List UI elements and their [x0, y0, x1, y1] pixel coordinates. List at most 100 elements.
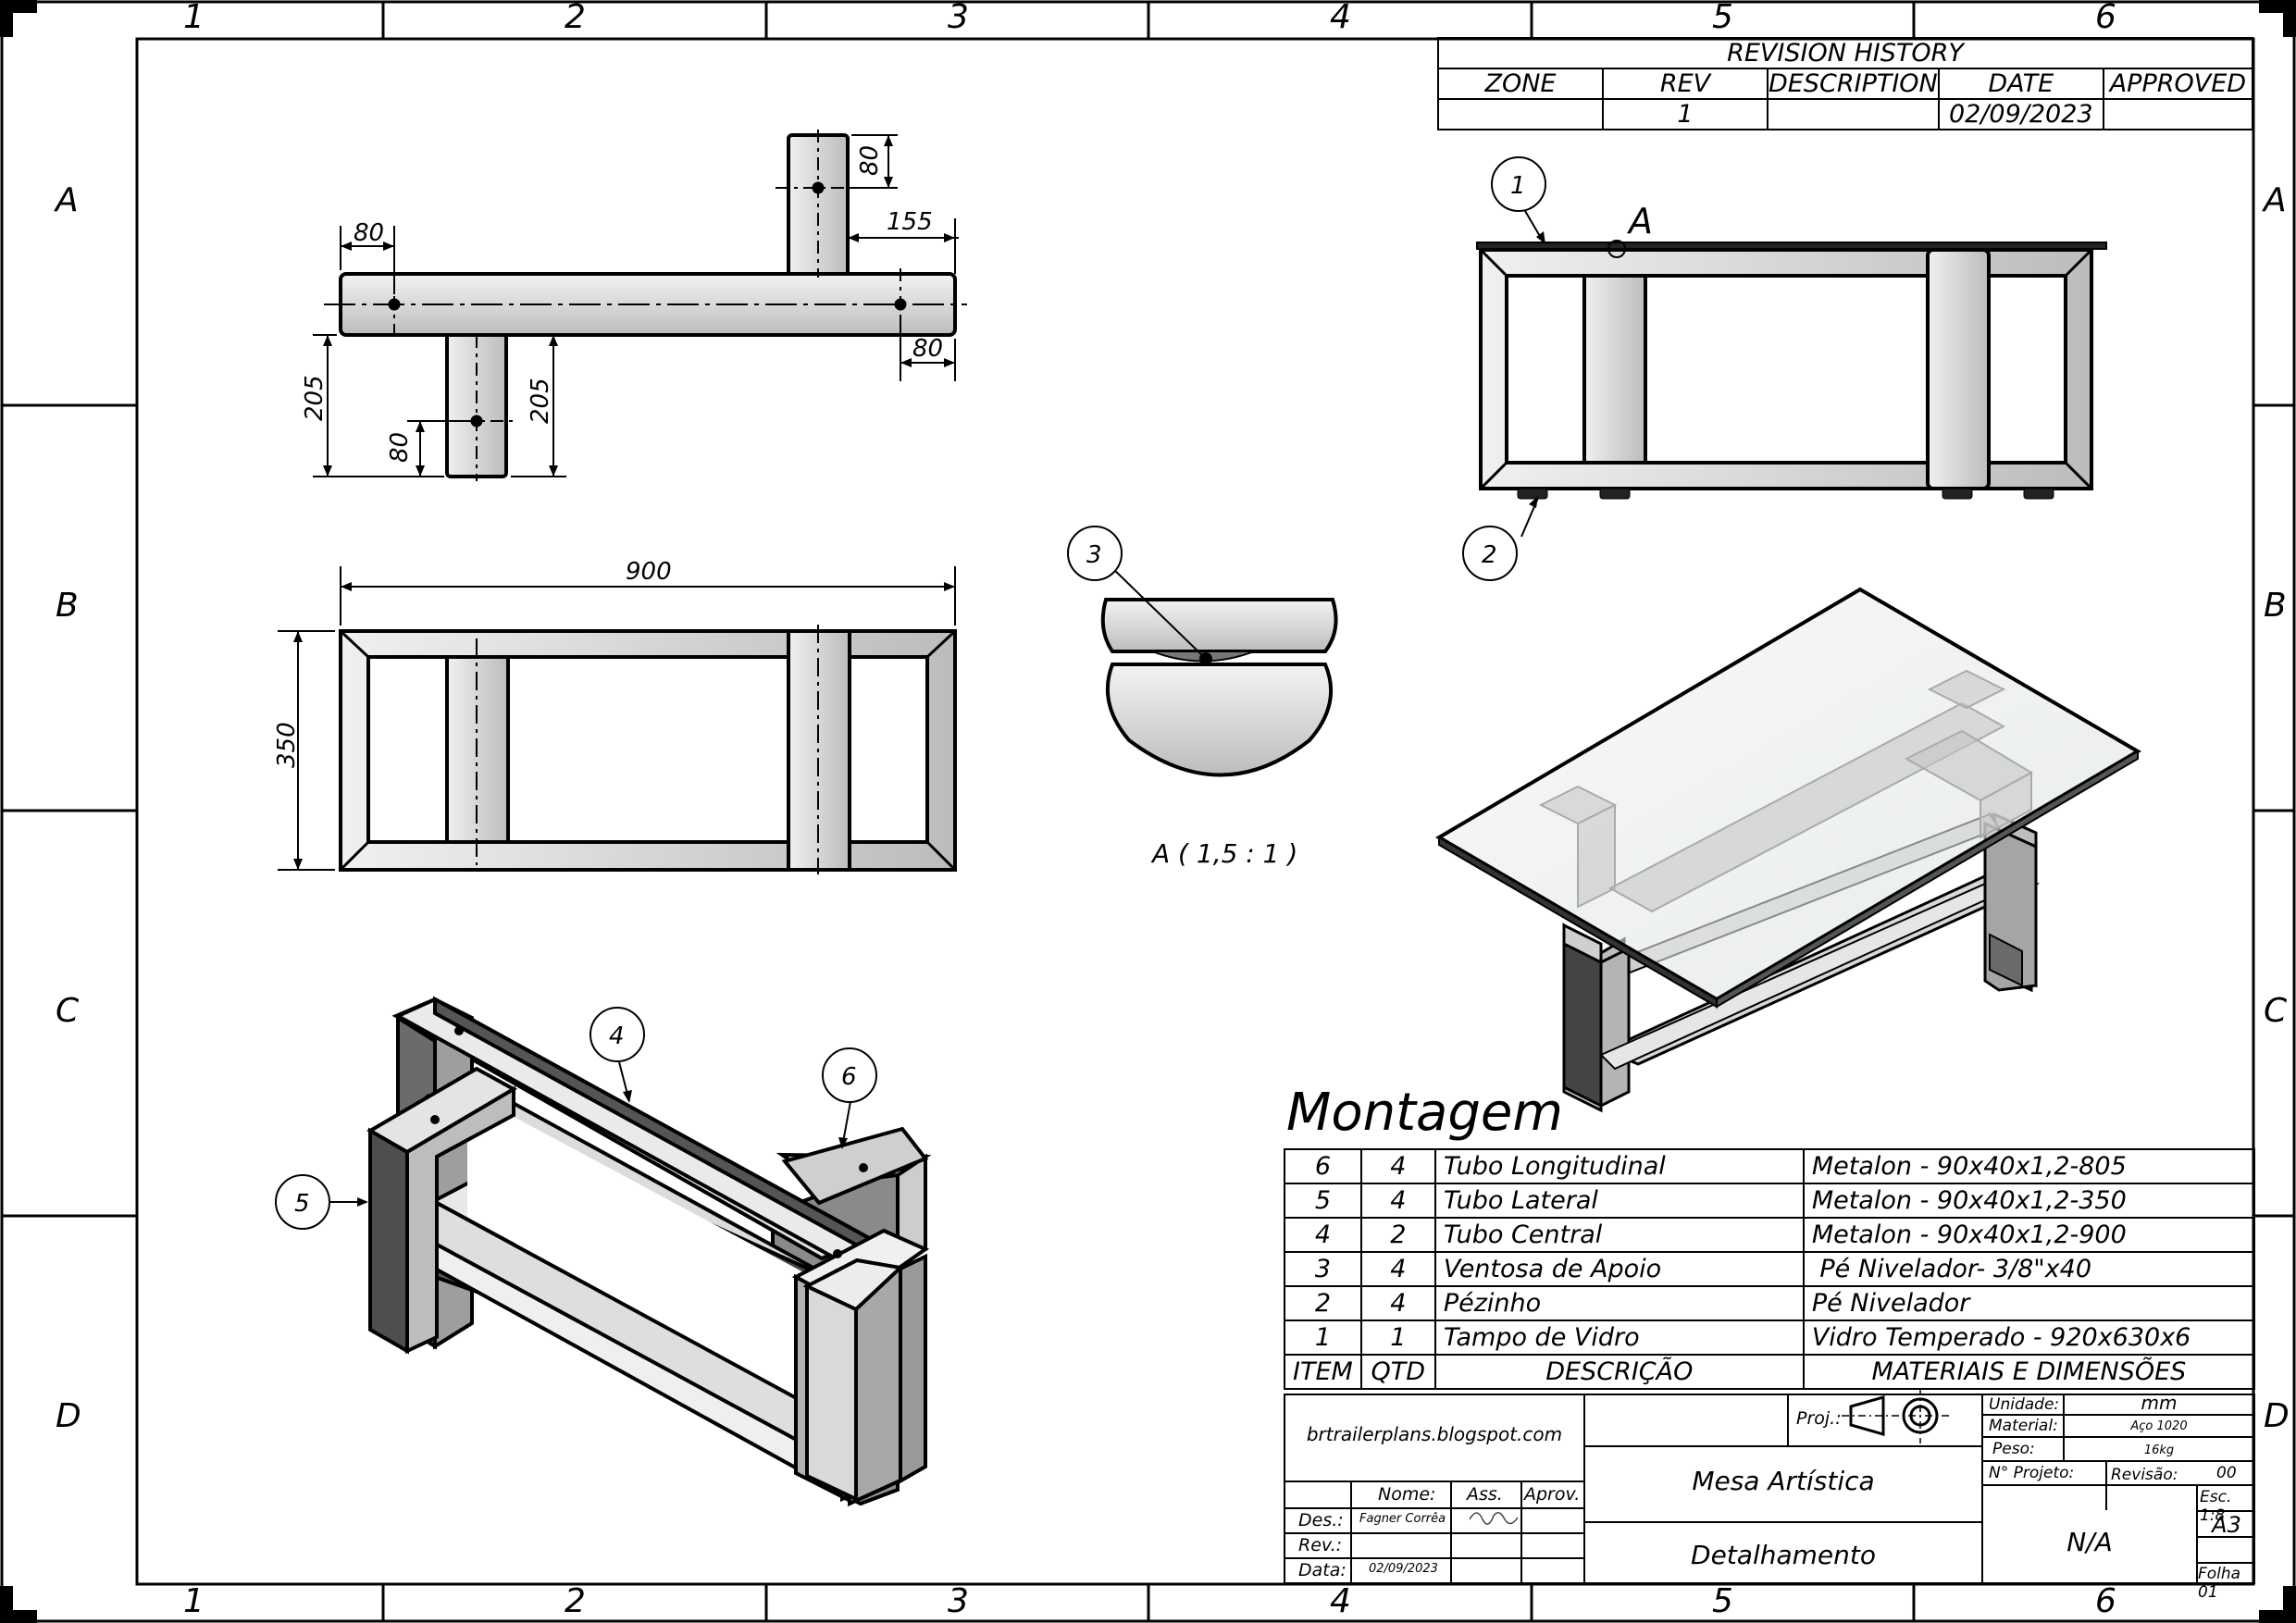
bom-cell-item: 4 [1284, 1217, 1362, 1253]
bom-cell-material: Pé Nivelador- 3/8"x40 [1802, 1251, 2256, 1287]
zone-label-left-b: B [56, 587, 79, 625]
rev-label: Rev.: [1298, 1535, 1343, 1555]
callout-balloon-3 [1067, 526, 1123, 581]
rev-header-description: DESCRIPTION [1767, 68, 1940, 100]
zone-label-right-b: B [2264, 587, 2287, 625]
rev-cell-rev: 1 [1602, 98, 1769, 130]
bom-cell-material: Metalon - 90x40x1,2-350 [1802, 1183, 2256, 1219]
title-block: brtrailerplans.blogspot.com Nome: Ass. A… [1284, 1392, 2255, 1602]
data-label: Data: [1298, 1560, 1347, 1580]
side-view [1476, 210, 2107, 538]
bom-cell-qtd: 4 [1359, 1251, 1436, 1287]
isometric-assembly-view [1435, 587, 2141, 1113]
dim-205-left: 205 [301, 375, 329, 421]
table-row: 1 02/09/2023 [1437, 98, 2254, 130]
detail-a-view [1100, 565, 1338, 777]
bom-cell-material: Pé Nivelador [1802, 1285, 2256, 1321]
callout-arrowheads [357, 231, 1545, 1207]
bom-cell-material: Metalon - 90x40x1,2-900 [1802, 1217, 2256, 1253]
zone-label-right-c: C [2264, 992, 2288, 1030]
zone-label-left-a: A [56, 181, 79, 219]
callout-1: 1 [1510, 172, 1526, 200]
table-row: 5 4 Tubo Lateral Metalon - 90x40x1,2-350 [1284, 1183, 2256, 1219]
bom-cell-item: 5 [1284, 1183, 1362, 1219]
dim-205-mid: 205 [527, 378, 554, 424]
zone-label-top-1: 1 [183, 0, 205, 36]
callout-balloon-4 [590, 1007, 645, 1062]
callout-balloon-5 [275, 1174, 330, 1230]
bom-cell-qtd: 2 [1359, 1217, 1436, 1253]
detail-marker-a: A [1626, 201, 1653, 242]
top-view-arrows [323, 135, 955, 477]
dim-900: 900 [626, 558, 672, 586]
material-value: Aço 1020 [2130, 1419, 2188, 1433]
zone-label-right-a: A [2264, 181, 2287, 219]
callout-5: 5 [294, 1190, 310, 1218]
callout-balloon-1 [1491, 156, 1546, 212]
unidade-value: mm [2141, 1392, 2178, 1414]
bom-title: Montagem [1286, 1083, 1563, 1143]
bom-cell-item: 6 [1284, 1148, 1362, 1184]
website-text: brtrailerplans.blogspot.com [1306, 1423, 1563, 1445]
callout-3: 3 [1086, 541, 1102, 569]
title-block-title-cell: Mesa Artística [1585, 1447, 1981, 1523]
rev-header-date: DATE [1937, 68, 2104, 100]
zone-label-bottom-2: 2 [565, 1582, 586, 1620]
bom-header-description: DESCRIÇÃO [1433, 1354, 1805, 1390]
bom-header-item: ITEM [1284, 1354, 1362, 1390]
title-block-subtitle-cell: Detalhamento [1585, 1523, 1981, 1584]
bill-of-materials-table: 6 4 Tubo Longitudinal Metalon - 90x40x1,… [1284, 1148, 2256, 1390]
dim-80-top-left: 80 [354, 219, 384, 247]
zone-label-top-5: 5 [1712, 0, 1733, 36]
designer-name: Fagner Corrêa [1359, 1512, 1446, 1526]
callout-balloon-6 [822, 1047, 877, 1103]
zone-label-left-d: D [56, 1397, 81, 1435]
rev-header-zone: ZONE [1437, 68, 1604, 100]
material-label: Material: [1989, 1417, 2058, 1435]
top-view-dimension-lines [313, 134, 959, 477]
des-label: Des.: [1298, 1510, 1344, 1530]
dim-80-top-right: 80 [856, 145, 884, 176]
projeto-label: N° Projeto: [1989, 1464, 2075, 1482]
table-row: 2 4 Pézinho Pé Nivelador [1284, 1285, 2256, 1321]
zone-label-top-6: 6 [2095, 0, 2116, 36]
zone-label-bottom-6: 6 [2095, 1582, 2116, 1620]
dim-155: 155 [887, 208, 933, 236]
callout-balloons [275, 156, 1546, 1230]
sheet-number: Folha 01 [2198, 1565, 2241, 1602]
table-row: 6 4 Tubo Longitudinal Metalon - 90x40x1,… [1284, 1148, 2256, 1184]
zone-label-bottom-4: 4 [1330, 1582, 1351, 1620]
title-block-projection-cell: Proj.: [1585, 1395, 1981, 1447]
peso-label: Peso: [1992, 1440, 2035, 1458]
top-view [324, 130, 967, 481]
table-row: 1 1 Tampo de Vidro Vidro Temperado - 920… [1284, 1319, 2256, 1356]
dim-80-bottom: 80 [386, 432, 414, 463]
zone-label-top-3: 3 [948, 0, 969, 36]
col-aprov-label: Aprov. [1524, 1484, 1581, 1505]
isometric-frame-view [366, 996, 932, 1507]
projeto-value: N/A [2066, 1527, 2113, 1557]
zone-label-bottom-5: 5 [1712, 1582, 1733, 1620]
rev-cell-zone [1437, 98, 1604, 130]
bom-cell-item: 3 [1284, 1251, 1362, 1287]
front-view [339, 625, 957, 874]
callout-6: 6 [841, 1063, 857, 1091]
title-block-website-cell: brtrailerplans.blogspot.com [1285, 1395, 1585, 1482]
bom-cell-description: Tubo Central [1433, 1217, 1805, 1253]
rev-header-approved: APPROVED [2102, 68, 2254, 100]
bom-header-material: MATERIAIS E DIMENSÕES [1802, 1354, 2256, 1390]
bom-cell-description: Tampo de Vidro [1433, 1319, 1805, 1356]
revisao-value: 00 [2216, 1464, 2237, 1482]
date-value: 02/09/2023 [1369, 1562, 1438, 1576]
bom-header-qtd: QTD [1359, 1354, 1436, 1390]
peso-value: 16kg [2143, 1443, 2175, 1457]
scale-value: Esc. 1:8 [2200, 1488, 2232, 1525]
zone-label-bottom-1: 1 [183, 1582, 205, 1620]
revision-history-header: ZONE REV DESCRIPTION DATE APPROVED [1437, 68, 2254, 100]
format-value: A3 [2212, 1512, 2241, 1538]
bom-cell-description: Ventosa de Apoio [1433, 1251, 1805, 1287]
drawing-title: Mesa Artística [1692, 1466, 1875, 1496]
dim-80-right: 80 [912, 335, 943, 363]
